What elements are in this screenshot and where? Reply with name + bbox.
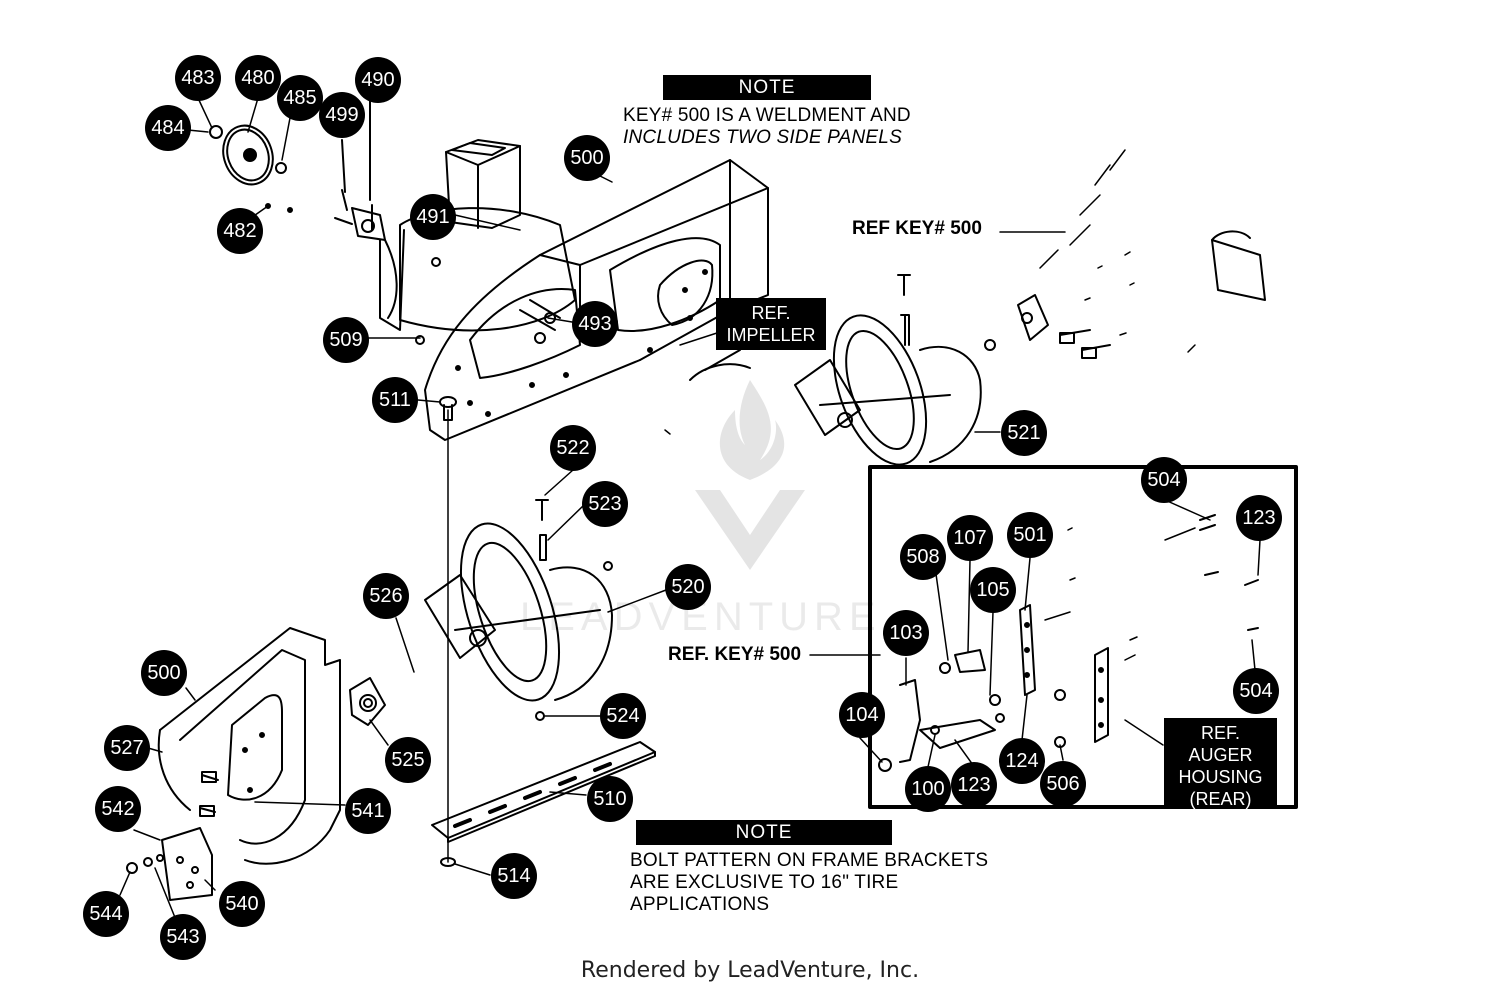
callout-484[interactable]: 484 — [145, 105, 191, 151]
callout-104[interactable]: 104 — [839, 692, 885, 738]
callout-107[interactable]: 107 — [947, 515, 993, 561]
pulley-group — [209, 124, 293, 213]
callout-103[interactable]: 103 — [883, 610, 929, 656]
side-panel — [157, 627, 341, 865]
note-text-bottom-line-1: BOLT PATTERN ON FRAME BRACKETS — [630, 850, 989, 871]
callout-483[interactable]: 483 — [175, 55, 221, 101]
bearing-525 — [349, 677, 386, 726]
callout-542[interactable]: 542 — [95, 786, 141, 832]
callout-544[interactable]: 544 — [83, 891, 129, 937]
callout-500-top[interactable]: 500 — [564, 135, 610, 181]
callout-500-left[interactable]: 500 — [141, 650, 187, 696]
callout-480[interactable]: 480 — [235, 55, 281, 101]
watermark-logo-icon — [695, 380, 805, 570]
callout-123-top[interactable]: 123 — [1236, 495, 1282, 541]
ref-impeller-label: REF. IMPELLER — [716, 298, 826, 350]
callout-511[interactable]: 511 — [372, 377, 418, 423]
callout-508[interactable]: 508 — [900, 534, 946, 580]
callout-527[interactable]: 527 — [104, 725, 150, 771]
auger-right — [794, 274, 996, 466]
callout-524[interactable]: 524 — [600, 693, 646, 739]
callout-520[interactable]: 520 — [665, 564, 711, 610]
callout-100[interactable]: 100 — [905, 766, 951, 812]
note-title-top: NOTE — [663, 75, 871, 100]
callout-490[interactable]: 490 — [355, 57, 401, 103]
impeller-housing — [379, 139, 576, 345]
shaft-line — [439, 396, 457, 867]
callout-514[interactable]: 514 — [491, 853, 537, 899]
shave-plate — [431, 741, 656, 843]
note-text-bottom-line-2: ARE EXCLUSIVE TO 16" TIRE — [630, 872, 899, 893]
callout-105[interactable]: 105 — [970, 567, 1016, 613]
callout-124[interactable]: 124 — [999, 738, 1045, 784]
note-text-top-line-2: INCLUDES TWO SIDE PANELS — [623, 127, 902, 148]
callout-509[interactable]: 509 — [323, 317, 369, 363]
callout-523[interactable]: 523 — [582, 481, 628, 527]
footer-rendered-by: Rendered by LeadVenture, Inc. — [580, 958, 920, 983]
auger-left — [424, 499, 613, 721]
callout-525[interactable]: 525 — [385, 737, 431, 783]
callout-540[interactable]: 540 — [219, 881, 265, 927]
note-title-bottom: NOTE — [636, 820, 892, 845]
auger-housing-weldment — [424, 159, 769, 441]
callout-522[interactable]: 522 — [550, 425, 596, 471]
frame-bracket-left — [126, 827, 213, 901]
callout-506[interactable]: 506 — [1040, 761, 1086, 807]
bearing-flange — [1017, 230, 1266, 359]
callout-499[interactable]: 499 — [319, 92, 365, 138]
detail-inset — [868, 465, 1298, 809]
callout-504-bottom[interactable]: 504 — [1233, 668, 1279, 714]
leader-lines — [119, 97, 1261, 921]
callout-482[interactable]: 482 — [217, 208, 263, 254]
callout-521[interactable]: 521 — [1001, 410, 1047, 456]
callout-493[interactable]: 493 — [572, 301, 618, 347]
callout-541[interactable]: 541 — [345, 788, 391, 834]
callout-526[interactable]: 526 — [363, 573, 409, 619]
note-text-bottom-line-3: APPLICATIONS — [630, 894, 770, 915]
ref-key-500-label-mid: REF. KEY# 500 — [668, 644, 802, 665]
callout-510[interactable]: 510 — [587, 776, 633, 822]
callout-504-top[interactable]: 504 — [1141, 457, 1187, 503]
callout-501[interactable]: 501 — [1007, 512, 1053, 558]
callout-123-bottom[interactable]: 123 — [951, 762, 997, 808]
callout-485[interactable]: 485 — [277, 75, 323, 121]
ref-auger-housing-label: REF. AUGER HOUSING (REAR) — [1164, 718, 1277, 809]
hardware-dashes — [664, 149, 1196, 661]
callout-491[interactable]: 491 — [410, 194, 456, 240]
note-text-top-line-1: KEY# 500 IS A WELDMENT AND — [623, 105, 911, 126]
callout-543[interactable]: 543 — [160, 914, 206, 960]
ref-key-500-label-top: REF KEY# 500 — [852, 218, 982, 239]
